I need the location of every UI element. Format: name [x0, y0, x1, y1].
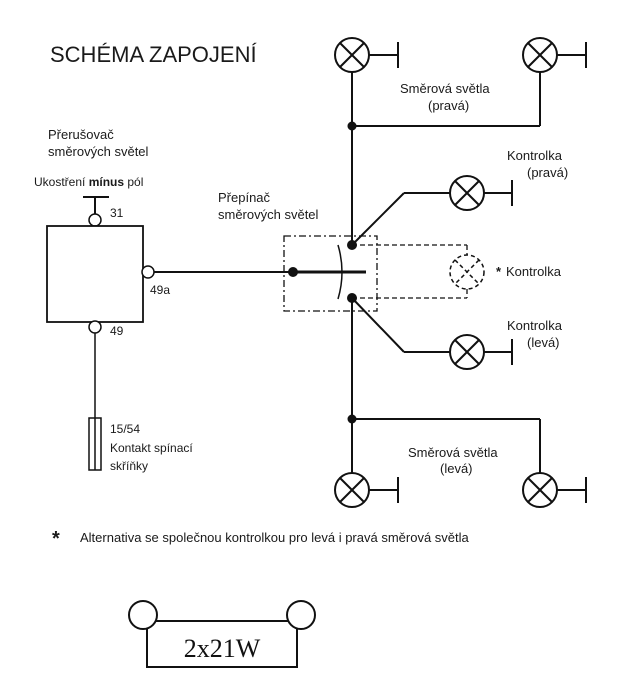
ignition-label-line1: Kontakt spínací: [110, 441, 193, 455]
turn-right-label-line2: (pravá): [428, 98, 469, 113]
terminal-49: [88, 320, 102, 334]
interrupter-label-line2: směrových světel: [48, 144, 149, 159]
ignition-label-line2: skříňky: [110, 459, 148, 473]
indicator-common-icon: [449, 254, 485, 290]
lamp-right-rear-icon: [522, 37, 558, 73]
interrupter-label-line1: Přerušovač: [48, 127, 114, 142]
terminal-49-label: 49: [110, 324, 124, 338]
terminal-49a-label: 49a: [150, 283, 170, 297]
footnote-star: *: [52, 528, 60, 550]
lamp-left-front-icon: [334, 472, 370, 508]
switch-arc: [337, 244, 343, 300]
ground-label: Ukostření mínus pól: [34, 175, 143, 189]
indicator-common-label: Kontrolka: [506, 264, 562, 279]
bulb-filament-right: [286, 600, 316, 630]
lamp-right-front-icon: [334, 37, 370, 73]
bulb-label: 2x21W: [184, 634, 261, 663]
terminal-1554-label: 15/54: [110, 422, 140, 436]
lamp-left-rear-icon: [522, 472, 558, 508]
diagram-title: SCHÉMA ZAPOJENÍ: [50, 42, 257, 67]
turn-right-label-line1: Směrová světla: [400, 81, 490, 96]
switch-box: [283, 235, 378, 312]
indicator-right-label-line1: Kontrolka: [507, 148, 563, 163]
terminal-31: [88, 213, 102, 227]
indicator-right-label-line2: (pravá): [527, 165, 568, 180]
indicator-left-label-line2: (levá): [527, 335, 560, 350]
turn-left-label-line2: (levá): [440, 461, 473, 476]
bulb-body: [146, 620, 298, 668]
indicator-right-icon: [449, 175, 485, 211]
footnote-star-marker: *: [496, 264, 502, 279]
indicator-left-icon: [449, 334, 485, 370]
switch-label-line2: směrových světel: [218, 207, 319, 222]
junction-right: [347, 121, 357, 131]
switch-label-line1: Přepínač: [218, 190, 271, 205]
turn-left-label-line1: Směrová světla: [408, 445, 498, 460]
bulb-filament-left: [128, 600, 158, 630]
indicator-left-label-line1: Kontrolka: [507, 318, 563, 333]
footnote-text: Alternativa se společnou kontrolkou pro …: [80, 530, 470, 545]
terminal-49a: [141, 265, 155, 279]
interrupter-box: [46, 225, 144, 323]
terminal-31-label: 31: [110, 206, 124, 220]
junction-left: [347, 414, 357, 424]
